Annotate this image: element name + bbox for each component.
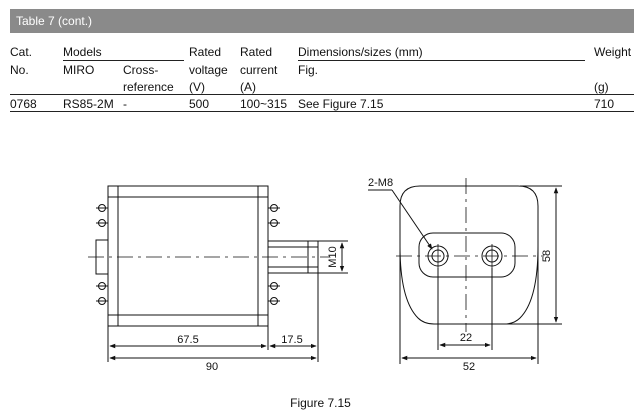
header-rated-current-1: Rated [240,45,273,59]
dim-label-22: 22 [460,332,472,344]
header-weight-unit: (g) [594,80,609,94]
header-fig: Fig. [298,63,319,77]
header-rule [10,94,634,95]
dim-label-90: 90 [206,361,218,373]
row-rule [10,111,634,112]
header-weight: Weight [594,45,632,59]
dim-label-2-m8: 2-M8 [368,177,393,189]
fuse-side-view [95,185,319,327]
dim-label-58: 58 [541,250,553,262]
cell-cross: - [123,97,127,111]
dim-label-m10: M10 [327,246,339,267]
cell-fig: See Figure 7.15 [298,97,384,111]
cell-weight: 710 [594,97,615,111]
header-current: current [240,63,278,77]
header-voltage: voltage [189,63,228,77]
cell-voltage: 500 [189,97,210,111]
header-rated-voltage-1: Rated [189,45,222,59]
dim-label-17-5: 17.5 [281,334,302,346]
header-current-unit: (A) [240,80,256,94]
header-dimensions: Dimensions/sizes (mm) [298,45,423,59]
header-models: Models [63,45,102,59]
header-cat: Cat. [10,45,33,59]
dim-label-67-5: 67.5 [177,334,198,346]
fuse-front-view [399,185,539,325]
figure-caption: Figure 7.15 [290,396,351,410]
cell-current: 100~315 [240,97,288,111]
dim-label-52: 52 [463,361,475,373]
header-cross-1: Cross- [123,63,159,77]
dimensions-underline [298,60,585,61]
header-no: No. [10,63,29,77]
header-cross-2: reference [123,80,174,94]
header-voltage-unit: (V) [189,80,205,94]
cell-miro: RS85-2M [63,97,114,111]
models-underline [63,60,184,61]
table-title-banner: Table 7 (cont.) [10,9,634,33]
cell-cat-no: 0768 [10,97,37,111]
header-miro: MIRO [63,63,95,77]
